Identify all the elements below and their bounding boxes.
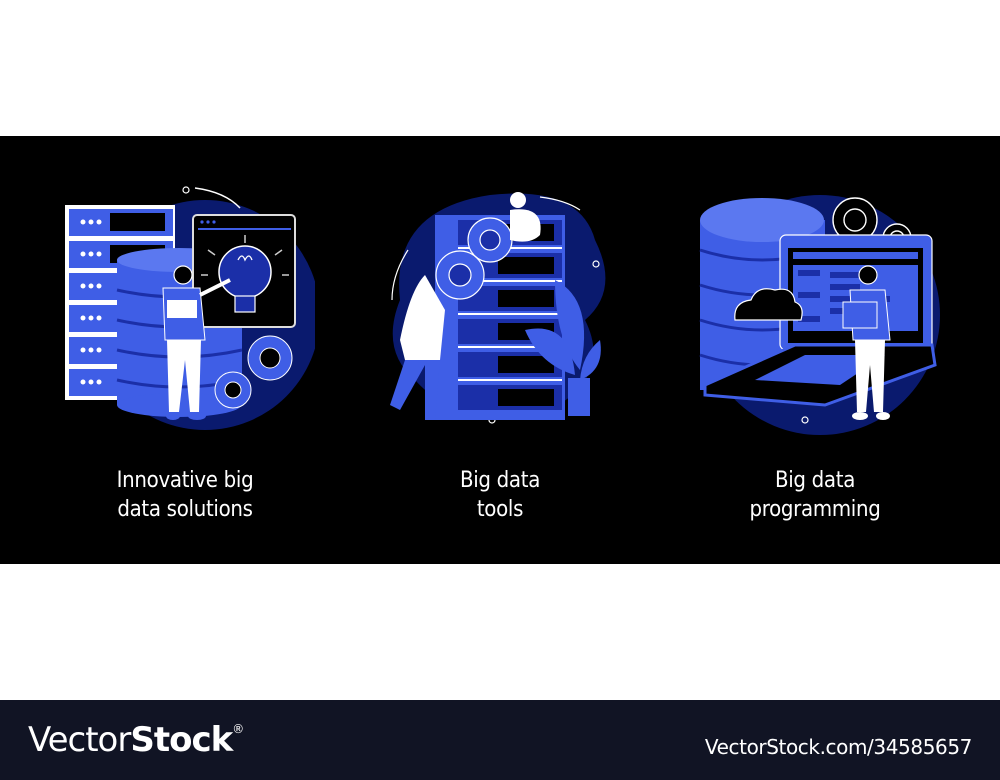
watermark-footer: VectorStock® VectorStock.com/34585657 bbox=[0, 700, 1000, 780]
cloud-icon bbox=[734, 288, 803, 321]
big-data-tools-illustration bbox=[390, 192, 606, 424]
innovative-solutions-illustration bbox=[65, 186, 315, 430]
caption-line-2: tools bbox=[476, 497, 524, 522]
person-icon bbox=[162, 265, 231, 420]
person-icon bbox=[842, 265, 891, 420]
gear-icon bbox=[435, 217, 513, 300]
caption-big-data-programming: Big data programming bbox=[665, 466, 965, 524]
caption-line-2: data solutions bbox=[117, 497, 253, 522]
lightbulb-monitor-icon bbox=[192, 214, 296, 328]
caption-big-data-tools: Big data tools bbox=[350, 466, 650, 524]
registered-mark: ® bbox=[232, 722, 244, 736]
caption-innovative-big-data-solutions: Innovative big data solutions bbox=[35, 466, 335, 524]
caption-line-1: Big data bbox=[774, 468, 856, 493]
person-icon bbox=[400, 192, 541, 360]
logo-light-text: Vector bbox=[28, 720, 131, 760]
logo-bold-text: Stock bbox=[130, 720, 233, 760]
panel-innovative-big-data-solutions: Innovative big data solutions bbox=[35, 136, 335, 564]
person-legs bbox=[390, 360, 440, 420]
panel-big-data-programming: Big data programming bbox=[665, 136, 965, 564]
plant-icon bbox=[525, 280, 601, 416]
vectorstock-logo: VectorStock® bbox=[28, 720, 244, 760]
image-url: VectorStock.com/34585657 bbox=[704, 735, 972, 759]
gear-icon bbox=[214, 335, 293, 409]
illustration-banner: Innovative big data solutions bbox=[0, 136, 1000, 564]
panel-big-data-tools: Big data tools bbox=[350, 136, 650, 564]
big-data-programming-illustration bbox=[699, 195, 940, 435]
caption-line-1: Innovative big bbox=[116, 468, 254, 493]
caption-line-2: programming bbox=[749, 497, 881, 522]
caption-line-1: Big data bbox=[459, 468, 541, 493]
